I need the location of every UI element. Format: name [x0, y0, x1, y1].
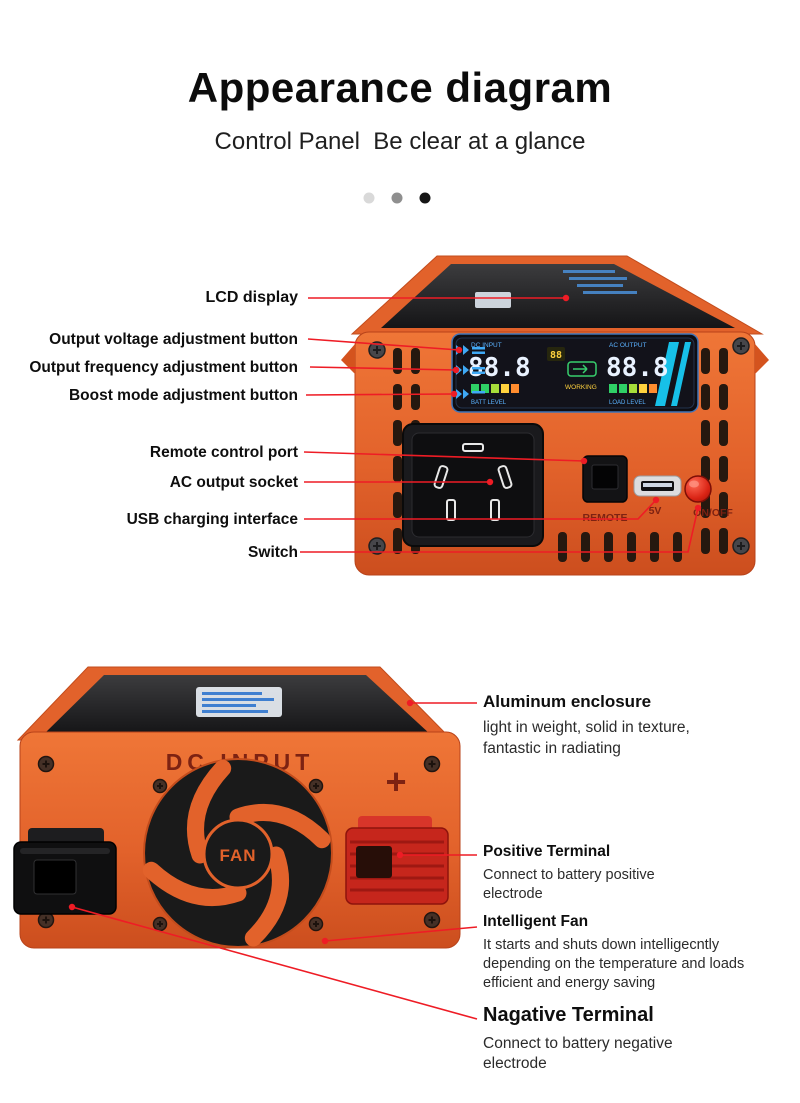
annotation-line: It starts and shuts down intelligecntly [483, 937, 720, 953]
screw [37, 755, 55, 773]
annotation-negative-terminal: Nagative Terminal Connect to battery neg… [483, 1004, 788, 1074]
annotation-title: Positive Terminal [483, 843, 611, 860]
annotation-line: electrode [483, 1055, 547, 1072]
carousel-dot-2[interactable] [391, 192, 403, 204]
lcd-load-level-label: LOAD LEVEL [609, 400, 646, 406]
lcd-display: DC INPUT AC OUTPUT 88.8 88.8 88 WORKING … [451, 333, 699, 413]
page-title: Appearance diagram [187, 64, 613, 111]
front-flange-right [755, 344, 769, 374]
carousel-dots [363, 192, 431, 204]
label-boost-mode-button: Boost mode adjustment button [68, 387, 298, 404]
screw [423, 755, 441, 773]
annotation-line: light in weight, solid in texture, [483, 719, 690, 736]
load-level-bars [609, 384, 657, 393]
battery-level-bars [471, 384, 519, 393]
screw [308, 916, 324, 932]
annotation-line: Connect to battery positive [483, 867, 655, 883]
screw [423, 911, 441, 929]
usb-charging-port [633, 475, 682, 497]
label-output-frequency-button: Output frequency adjustment button [29, 359, 298, 376]
fan-label: FAN [220, 846, 257, 865]
remote-port-label: REMOTE [583, 512, 628, 524]
top-sticker [475, 292, 511, 308]
rear-sticker-text-marks [202, 692, 274, 713]
usb-5v-label: 5V [649, 505, 662, 517]
screw [152, 778, 168, 794]
screw [308, 778, 324, 794]
positive-mark: + [385, 761, 406, 802]
cooling-fan: FAN [142, 758, 333, 948]
power-switch[interactable] [684, 475, 712, 503]
front-flange-left [341, 344, 355, 374]
annotation-line: efficient and energy saving [483, 975, 656, 991]
annotation-line: fantastic in radiating [483, 740, 621, 757]
lcd-ac-output-label: AC OUTPUT [609, 342, 647, 349]
carousel-dot-1[interactable] [363, 192, 375, 204]
annotation-title: Nagative Terminal [483, 1004, 654, 1026]
lcd-batt-level-label: BATT LEVEL [471, 400, 507, 406]
label-remote-control-port: Remote control port [149, 444, 298, 461]
positive-terminal [345, 816, 449, 905]
label-switch: Switch [248, 544, 298, 561]
label-output-voltage-button: Output voltage adjustment button [49, 331, 298, 348]
working-arrow-icon [573, 364, 588, 374]
lcd-cyan-stripe [655, 342, 679, 406]
lcd-dc-input-label: DC INPUT [471, 342, 502, 349]
screw [368, 537, 386, 555]
annotation-intelligent-fan: Intelligent Fan It starts and shuts down… [483, 913, 788, 993]
lcd-aux-value: 88 [550, 350, 562, 361]
carousel-dot-3[interactable] [419, 192, 431, 204]
screw [732, 337, 750, 355]
annotation-line: Connect to battery negative [483, 1035, 673, 1052]
label-usb-charging-interface: USB charging interface [126, 511, 298, 528]
screw [368, 341, 386, 359]
screw [152, 916, 168, 932]
annotation-line: depending on the temperature and loads [483, 956, 745, 972]
remote-control-port [582, 455, 628, 503]
inverter-rear-view: DC INPUT + FAN [13, 666, 461, 949]
label-lcd-display: LCD display [205, 289, 298, 306]
lcd-working-label: WORKING [565, 384, 597, 391]
rear-top-surface [16, 666, 454, 741]
screw [732, 537, 750, 555]
vent-slots-right [701, 348, 728, 554]
top-sticker-text-marks [563, 270, 637, 294]
annotation-aluminum-enclosure: Aluminum enclosure light in weight, soli… [483, 692, 788, 759]
working-icon [567, 361, 597, 377]
ac-output-socket [402, 423, 544, 547]
annotation-title: Aluminum enclosure [483, 692, 652, 711]
annotation-title: Intelligent Fan [483, 913, 589, 930]
page-subtitle: Control Panel Be clear at a glance [214, 128, 586, 155]
label-ac-output-socket: AC output socket [169, 474, 298, 491]
lcd-cyan-stripe [671, 342, 691, 406]
annotation-positive-terminal: Positive Terminal Connect to battery pos… [483, 843, 788, 904]
on-off-label: ON/OFF [693, 507, 733, 519]
annotation-line: electrode [483, 886, 543, 902]
inverter-front-view: DC INPUT AC OUTPUT 88.8 88.8 88 WORKING … [341, 255, 769, 576]
front-top-surface [350, 255, 764, 335]
negative-terminal [13, 828, 117, 915]
lcd-output-voltage-value: 88.8 [606, 353, 669, 383]
